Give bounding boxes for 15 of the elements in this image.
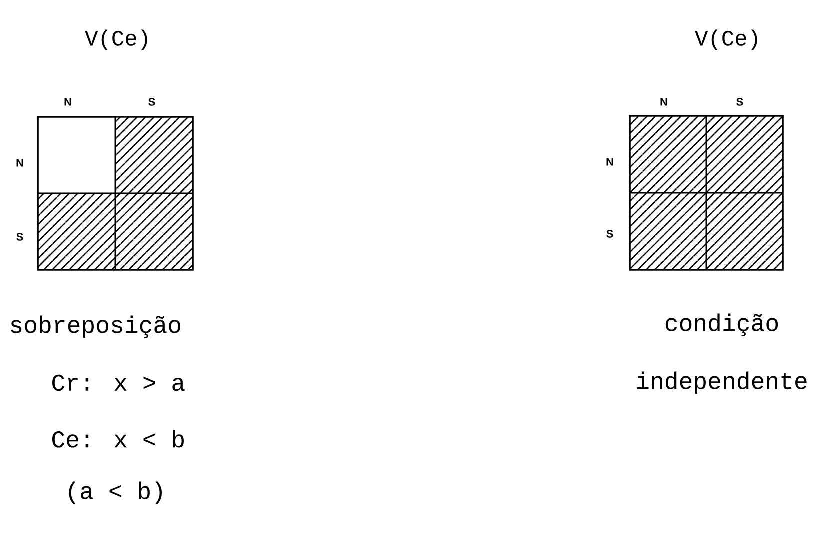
- axis-label: N: [64, 98, 72, 106]
- condition-text: (a < b): [69, 482, 162, 504]
- axis-label: N: [16, 159, 24, 167]
- condition-text: sobreposição: [11, 316, 180, 338]
- panel-title: V(Ce): [85, 30, 148, 50]
- axis-label: S: [736, 98, 744, 106]
- panel-title: V(Ce): [695, 30, 758, 50]
- condition-text: condição independente: [637, 314, 807, 394]
- axis-label: S: [606, 230, 614, 238]
- condition-text: Ce: x < b: [52, 430, 184, 448]
- axis-label: N: [660, 98, 668, 106]
- axis-label: N: [606, 158, 614, 166]
- axis-label: S: [148, 98, 156, 106]
- axis-label: S: [16, 233, 24, 241]
- condition-text: Cr: x > a: [52, 374, 185, 392]
